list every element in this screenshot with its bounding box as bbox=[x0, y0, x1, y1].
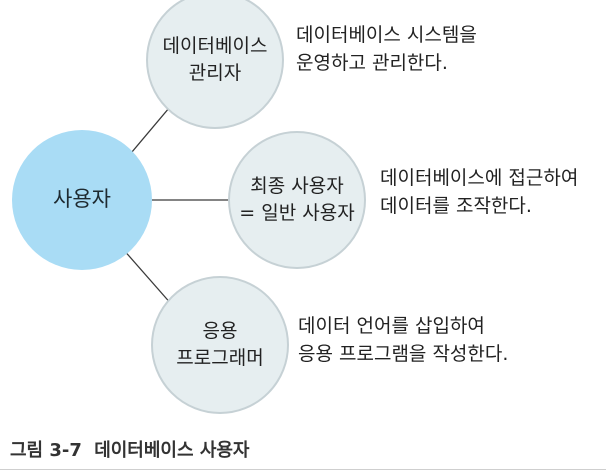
dba-label: 데이터베이스 관리자 bbox=[162, 35, 268, 84]
programmer-description: 데이터 언어를 삽입하여 응용 프로그램을 작성한다. bbox=[298, 315, 509, 365]
user-label: 사용자 bbox=[53, 187, 111, 212]
user-circle bbox=[12, 130, 152, 270]
figure-caption: 그림 3-7 데이터베이스 사용자 bbox=[10, 436, 250, 462]
figure-title: 데이터베이스 사용자 bbox=[94, 440, 250, 461]
programmer-label: 응용 프로그래머 bbox=[176, 320, 264, 369]
dba-circle bbox=[146, 0, 284, 129]
end-user-description: 데이터베이스에 접근하여 데이터를 조작한다. bbox=[380, 167, 579, 217]
end-user-circle bbox=[228, 131, 366, 269]
caption-divider bbox=[0, 469, 606, 470]
figure-number: 그림 3-7 bbox=[10, 440, 82, 461]
programmer-circle bbox=[151, 276, 289, 414]
dba-description: 데이터베이스 시스템을 운영하고 관리한다. bbox=[296, 24, 477, 74]
end-user-label: 최종 사용자 = 일반 사용자 bbox=[239, 175, 355, 224]
